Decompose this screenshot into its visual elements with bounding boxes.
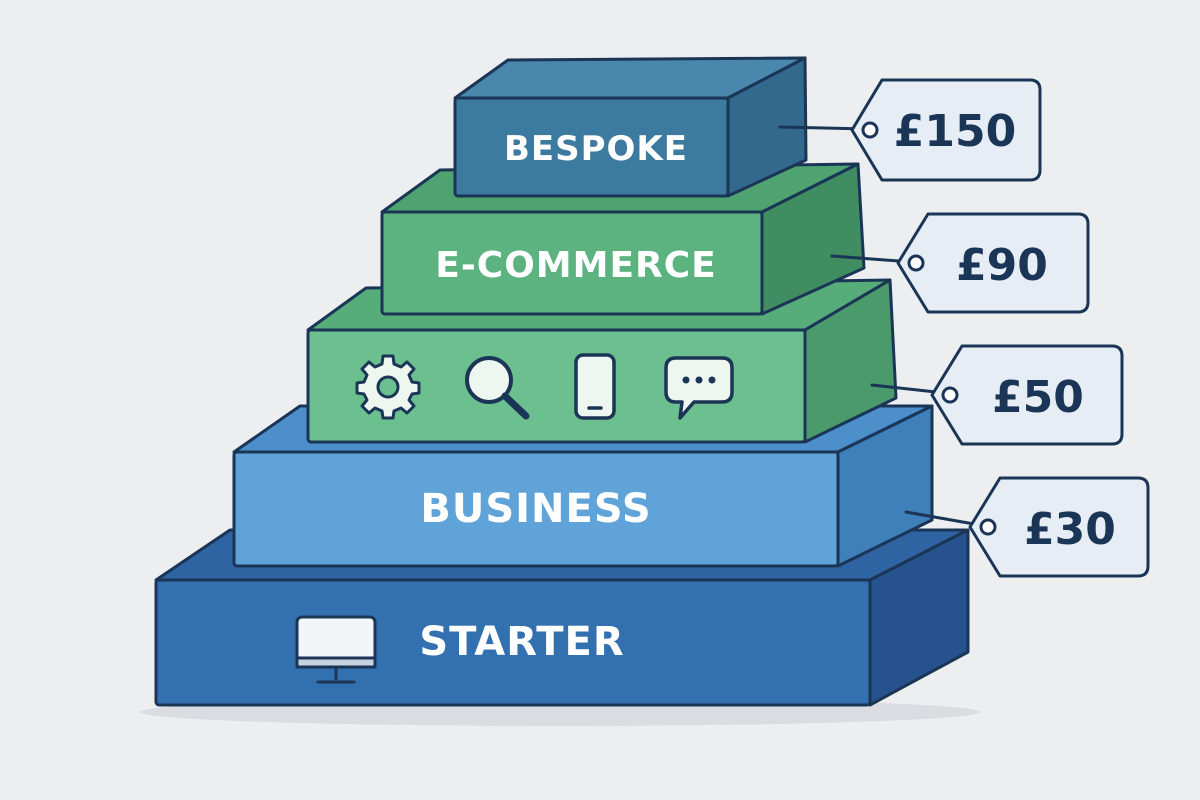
- price-tag-features: £50: [870, 344, 1124, 446]
- chat-bubble-icon: [664, 356, 734, 420]
- price-tag-business: £30: [904, 476, 1150, 578]
- tier-bespoke-front-face: [453, 96, 730, 198]
- tier-business-front-face: [232, 450, 840, 568]
- price-tag-ecommerce-text: £90: [956, 240, 1048, 291]
- tier-ecommerce-label: E-COMMERCE: [435, 245, 717, 286]
- gear-icon: [355, 354, 421, 420]
- tier-ecommerce-front-face: [380, 210, 764, 316]
- monitor-icon: [295, 615, 377, 684]
- tier-bespoke: BESPOKE: [453, 56, 808, 198]
- tier-features: [306, 278, 898, 444]
- search-icon: [465, 356, 530, 420]
- price-tag-bespoke: £150: [778, 78, 1042, 182]
- price-tag-ecommerce: £90: [830, 212, 1090, 314]
- tier-starter-label: STARTER: [419, 619, 624, 665]
- price-tag-features-text: £50: [992, 372, 1084, 423]
- mobile-phone-icon: [574, 353, 616, 420]
- price-tag-business-string: [904, 510, 976, 526]
- tier-business-label: BUSINESS: [420, 486, 651, 532]
- price-tag-bespoke-text: £150: [894, 106, 1016, 157]
- tier-bespoke-label: BESPOKE: [504, 129, 688, 169]
- price-tag-business-text: £30: [1024, 504, 1116, 555]
